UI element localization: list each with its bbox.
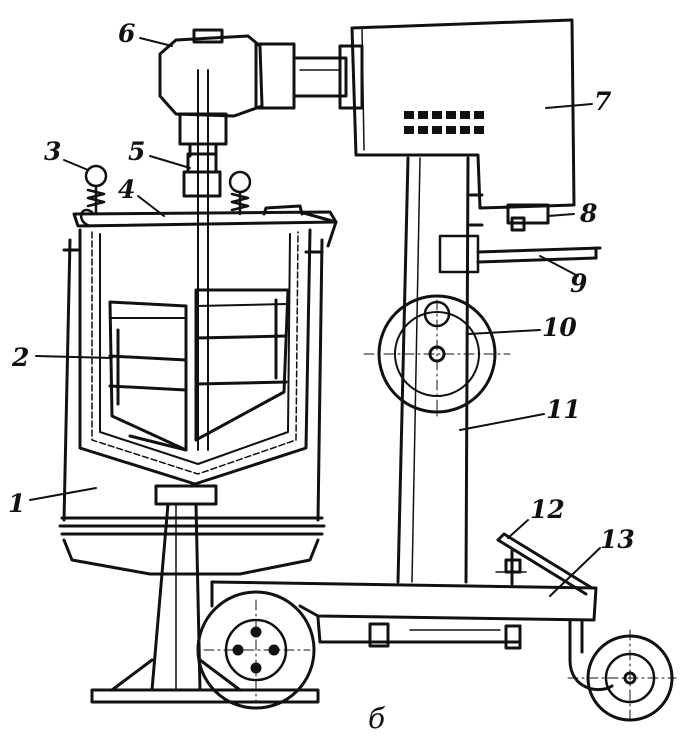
clamp-left <box>80 164 108 228</box>
callout-labels: 1 2 3 4 5 6 7 8 9 10 11 12 13 <box>8 19 635 554</box>
rear-caster-wheel <box>567 629 677 725</box>
callout-7: 7 <box>594 87 612 116</box>
callout-1: 1 <box>8 489 25 518</box>
stirrer-left <box>108 300 188 452</box>
pedal <box>495 532 594 596</box>
column-stand <box>396 156 484 584</box>
clamp-right <box>228 170 252 216</box>
lid <box>72 204 338 248</box>
handwheel <box>363 294 511 421</box>
callout-12: 12 <box>530 495 565 524</box>
callout-6: 6 <box>118 19 135 48</box>
figure-caption: б <box>368 702 386 735</box>
gearbox-head <box>158 28 264 158</box>
stirrer-right <box>194 288 290 442</box>
callout-2: 2 <box>11 343 29 372</box>
outer-vessel <box>58 238 326 576</box>
bowl <box>78 228 312 486</box>
callout-4: 4 <box>118 175 135 204</box>
callout-10: 10 <box>542 313 577 342</box>
front-wheel <box>196 590 316 710</box>
callout-3: 3 <box>44 137 61 166</box>
shaft-coupling <box>182 69 222 451</box>
cart-frame <box>210 580 614 691</box>
vent-grille <box>404 111 484 134</box>
callout-8: 8 <box>579 199 597 228</box>
callout-11: 11 <box>546 395 581 424</box>
leader-lines <box>29 37 601 597</box>
lever <box>476 246 602 264</box>
callout-9: 9 <box>570 269 587 298</box>
motor-housing <box>350 18 576 232</box>
callout-13: 13 <box>600 525 635 554</box>
callout-5: 5 <box>128 137 145 166</box>
drive-arm <box>254 42 364 110</box>
